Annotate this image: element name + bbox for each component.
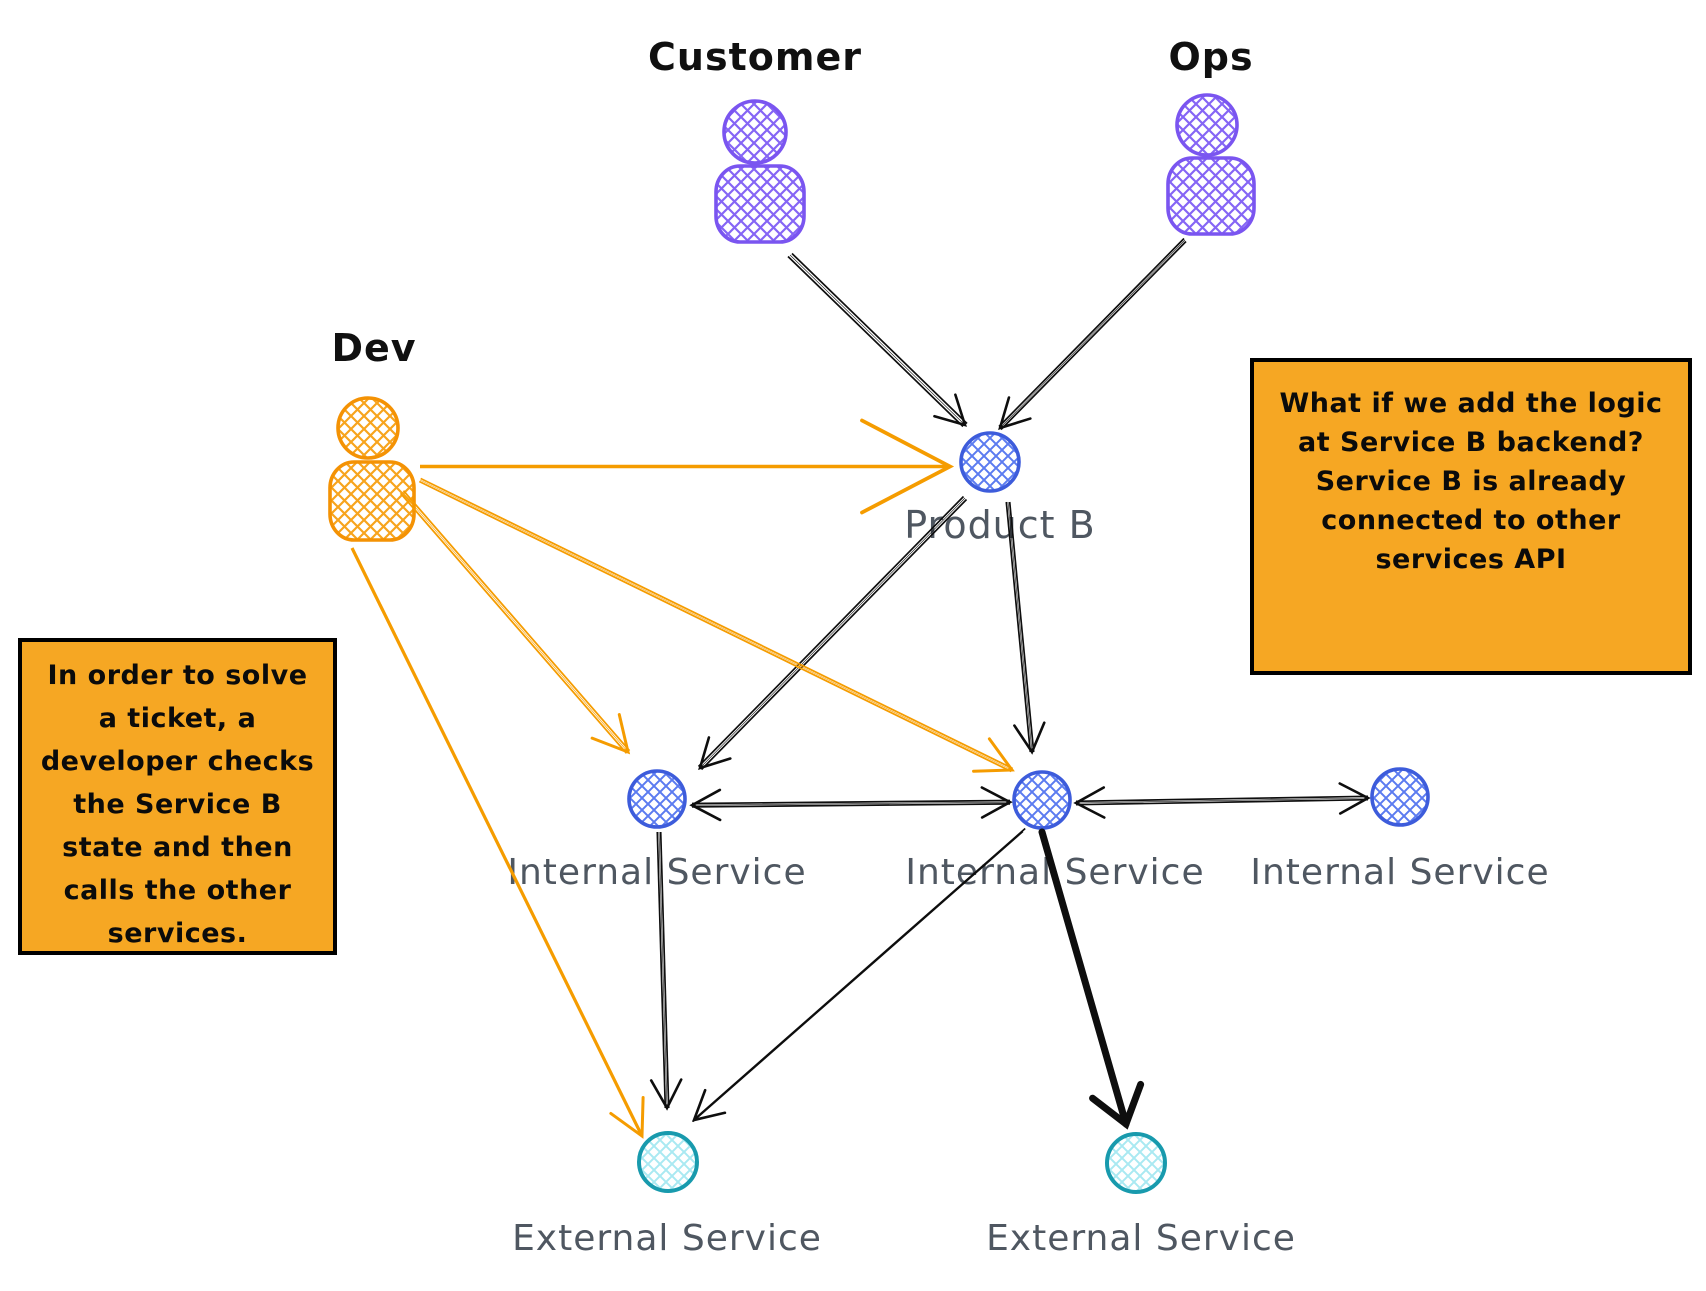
ops-icon bbox=[1166, 93, 1256, 236]
arrow-internal-service-2-to-external-service-2 bbox=[1038, 828, 1145, 1130]
internal-service-1-label: Internal Service bbox=[507, 852, 806, 893]
customer-head bbox=[722, 99, 788, 165]
internal-service-2-node bbox=[1012, 770, 1072, 830]
dev-body bbox=[328, 460, 416, 542]
dev-note-text: In order to solve a ticket, a developer … bbox=[40, 660, 315, 949]
customer-label: Customer bbox=[648, 35, 862, 79]
arrow-dev-to-internal-service-1 bbox=[399, 490, 631, 755]
arrow-internal-service-2-to-internal-service-3 bbox=[1073, 782, 1371, 819]
customer-body bbox=[714, 164, 806, 244]
product-b-node bbox=[959, 431, 1021, 493]
dev-note-box: In order to solve a ticket, a developer … bbox=[18, 638, 337, 955]
service-b-note-box: What if we add the logic at Service B ba… bbox=[1250, 358, 1692, 675]
ops-head bbox=[1175, 93, 1239, 157]
customer-icon bbox=[714, 99, 806, 244]
dev-head bbox=[336, 396, 400, 460]
arrow-ops-to-product-b bbox=[998, 237, 1187, 431]
arrow-customer-to-product-b bbox=[787, 252, 968, 428]
arrow-product-b-to-internal-service-2 bbox=[1005, 501, 1046, 755]
internal-service-3-label: Internal Service bbox=[1250, 852, 1549, 893]
external-service-1-node bbox=[637, 1131, 699, 1193]
internal-service-3-node bbox=[1370, 767, 1430, 827]
dev-icon bbox=[328, 396, 416, 542]
arrow-dev-to-external-service-1 bbox=[350, 547, 645, 1139]
dev-label: Dev bbox=[331, 326, 416, 370]
ops-label: Ops bbox=[1168, 35, 1253, 79]
arrow-dev-to-internal-service-2 bbox=[418, 477, 1015, 773]
arrow-product-b-to-internal-service-1 bbox=[697, 495, 968, 771]
product-b-label: Product B bbox=[904, 503, 1095, 547]
arrow-internal-service-2-to-external-service-1 bbox=[691, 827, 1026, 1123]
ops-body bbox=[1166, 156, 1256, 236]
external-service-2-label: External Service bbox=[986, 1218, 1296, 1259]
arrow-internal-service-2-to-internal-service-1 bbox=[689, 786, 1013, 822]
internal-service-1-node bbox=[627, 769, 687, 829]
external-service-2-node bbox=[1105, 1132, 1167, 1194]
external-service-1-label: External Service bbox=[512, 1218, 822, 1259]
service-b-note-text: What if we add the logic at Service B ba… bbox=[1279, 388, 1663, 575]
arrow-internal-service-1-to-external-service-1 bbox=[649, 831, 683, 1111]
